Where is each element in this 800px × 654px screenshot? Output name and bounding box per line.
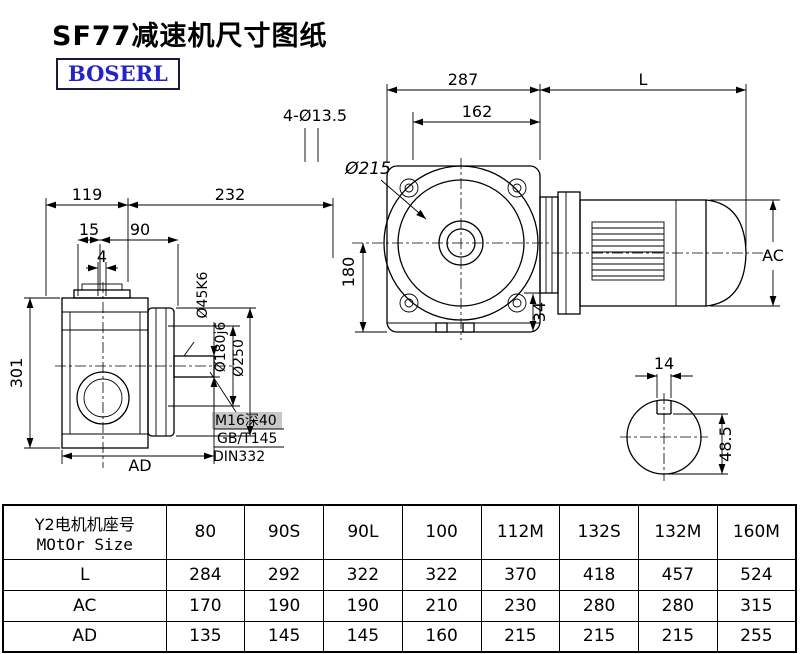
dim-34-label: 34 [530, 302, 549, 322]
value-AD-112m: 215 [480, 620, 561, 653]
value-AD-100: 160 [401, 620, 482, 653]
dim-162-label: 162 [462, 102, 493, 121]
frame-size-90l: 90L [323, 504, 403, 560]
dim-AC-label: AC [762, 246, 784, 265]
dim-48-5-label: 48.5 [716, 426, 735, 462]
value-AC-90s: 190 [244, 589, 324, 622]
dim-L-label: L [639, 70, 648, 89]
row-label-AD: AD [2, 620, 167, 653]
holes-4xd13-label: 4-Ø13.5 [283, 106, 347, 125]
value-L-160m: 524 [716, 558, 797, 591]
header-motor-size-cell: Y2电机机座号 MOtOr Size [2, 504, 167, 560]
value-AD-132s: 215 [559, 620, 639, 653]
brand-logo: BOSERL [56, 58, 180, 90]
frame-size-132m: 132M [638, 504, 718, 560]
dim-15-label: 15 [79, 220, 99, 239]
row-label-L: L [2, 558, 167, 591]
frame-size-112m: 112M [480, 504, 561, 560]
frame-size-160m: 160M [716, 504, 797, 560]
table-row-L: L 284 292 322 322 370 418 457 524 [2, 558, 797, 591]
spigot-dia-180j6-label: Ø180j6 [213, 322, 229, 373]
dimension-lines [24, 84, 780, 475]
dim-90-label: 90 [130, 220, 150, 239]
value-AC-132m: 280 [638, 589, 718, 622]
value-AD-132m: 215 [638, 620, 718, 653]
table-header-row: Y2电机机座号 MOtOr Size 80 90S 90L 100 112M 1… [2, 504, 797, 560]
page-title: SF77减速机尺寸图纸 [52, 21, 328, 52]
motor-outline [557, 191, 747, 315]
frame-size-80: 80 [165, 504, 246, 560]
value-L-90l: 322 [323, 558, 403, 591]
dim-301-label: 301 [7, 358, 26, 389]
technical-drawing: 287 L 162 4-Ø13.5 Ø215 180 34 AC 119 232… [7, 70, 784, 481]
value-L-112m: 370 [480, 558, 561, 591]
note-din332-label: DIN332 [213, 449, 265, 465]
centerlines [55, 158, 770, 481]
value-AD-90l: 145 [323, 620, 403, 653]
dim-AD-label: AD [128, 456, 151, 475]
dim-14-label: 14 [654, 354, 674, 373]
value-L-80: 284 [165, 558, 246, 591]
table-row-AD: AD 135 145 145 160 215 215 215 255 [2, 620, 797, 653]
motor-size-table: Y2电机机座号 MOtOr Size 80 90S 90L 100 112M 1… [2, 504, 797, 653]
flange-dia-215-label: Ø215 [344, 159, 391, 179]
value-L-100: 322 [401, 558, 482, 591]
dim-119-label: 119 [72, 185, 103, 204]
header-line2: MOtOr Size [36, 534, 133, 554]
dim-4-label: 4 [97, 247, 107, 266]
value-AC-100: 210 [401, 589, 482, 622]
header-line1: Y2电机机座号 [34, 514, 135, 534]
shaft-section-outline [626, 399, 702, 475]
flange-od-250-label: Ø250 [231, 339, 247, 377]
shaft-dia-45k6-label: Ø45K6 [195, 271, 211, 318]
note-m16-label: M16深40 [215, 413, 277, 429]
frame-size-90s: 90S [244, 504, 324, 560]
row-label-AC: AC [2, 589, 167, 622]
dimension-labels: 287 L 162 4-Ø13.5 Ø215 180 34 AC 119 232… [7, 70, 784, 475]
value-L-90s: 292 [244, 558, 324, 591]
value-AC-90l: 190 [323, 589, 403, 622]
value-AD-80: 135 [165, 620, 246, 653]
value-AD-160m: 255 [716, 620, 797, 653]
dim-232-label: 232 [215, 185, 246, 204]
dim-180-label: 180 [339, 257, 358, 288]
value-L-132m: 457 [638, 558, 718, 591]
frame-size-132s: 132S [559, 504, 639, 560]
value-AD-90s: 145 [244, 620, 324, 653]
value-AC-160m: 315 [716, 589, 797, 622]
value-AC-112m: 230 [480, 589, 561, 622]
frame-size-100: 100 [401, 504, 482, 560]
table-row-AC: AC 170 190 190 210 230 280 280 315 [2, 589, 797, 622]
dim-287-label: 287 [448, 70, 479, 89]
value-AC-132s: 280 [559, 589, 639, 622]
value-AC-80: 170 [165, 589, 246, 622]
value-L-132s: 418 [559, 558, 639, 591]
note-gbt145-label: GB/T145 [217, 431, 277, 447]
